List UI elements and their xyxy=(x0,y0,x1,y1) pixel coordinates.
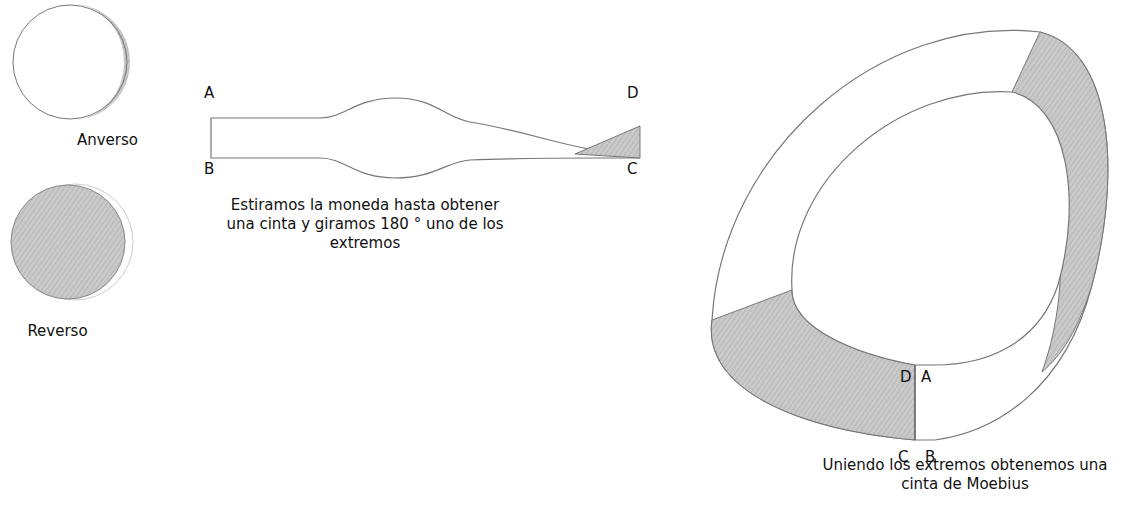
coin-back xyxy=(11,184,133,300)
point-letter: A xyxy=(921,368,935,387)
coin-caption: Reverso xyxy=(10,322,105,341)
coin-caption: Anverso xyxy=(60,131,155,150)
caption: Uniendo los extremos obtenemos una cinta… xyxy=(820,456,1110,494)
moebius-strip xyxy=(711,30,1108,440)
coin-front xyxy=(13,4,130,120)
point-letter: D xyxy=(627,84,647,103)
point-letter: D xyxy=(900,368,914,387)
caption: Estiramos la moneda hasta obtener una ci… xyxy=(215,196,515,253)
point-letter: A xyxy=(204,84,224,103)
point-letter: B xyxy=(204,160,224,179)
point-letter: C xyxy=(627,160,647,179)
stretched-strip xyxy=(211,98,640,178)
